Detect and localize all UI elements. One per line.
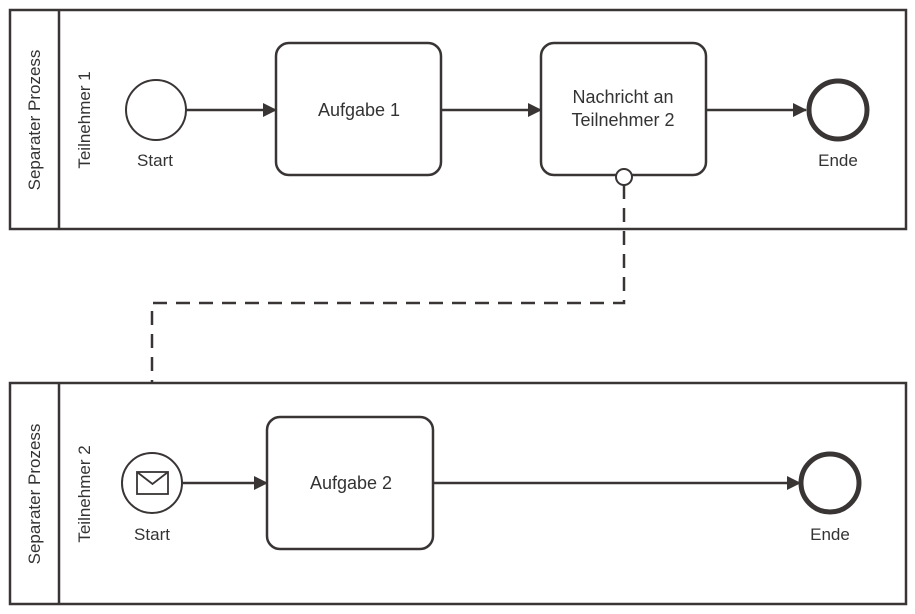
task-aufgabe-2-label: Aufgabe 2 [310, 473, 392, 493]
end-event-1[interactable] [806, 78, 870, 142]
lane-1-label: Teilnehmer 1 [75, 71, 94, 168]
start-event-1[interactable] [125, 79, 187, 141]
envelope-icon [136, 471, 169, 495]
message-start-event[interactable] [121, 452, 183, 514]
pool-2[interactable]: Separater Prozess Teilnehmer 2 Start Auf… [8, 381, 908, 606]
pool-2-label: Separater Prozess [25, 424, 44, 565]
start-event-2-label: Start [134, 525, 170, 544]
lane-2-label: Teilnehmer 2 [75, 445, 94, 542]
end-event-2-label: Ende [810, 525, 850, 544]
task-nachricht[interactable] [539, 41, 708, 177]
end-event-2[interactable] [798, 451, 862, 515]
start-event-1-label: Start [137, 151, 173, 170]
pool-1-label: Separater Prozess [25, 50, 44, 191]
message-flow[interactable] [150, 168, 633, 434]
task-nachricht-label-line1: Nachricht an [572, 87, 673, 107]
message-flow-line[interactable] [150, 185, 626, 434]
task-aufgabe-1-label: Aufgabe 1 [318, 100, 400, 120]
pool-1[interactable]: Separater Prozess Teilnehmer 1 Start Auf… [8, 8, 908, 231]
message-flow-source-circle [615, 168, 633, 186]
task-nachricht-label-line2: Teilnehmer 2 [571, 110, 674, 130]
end-event-1-label: Ende [818, 151, 858, 170]
